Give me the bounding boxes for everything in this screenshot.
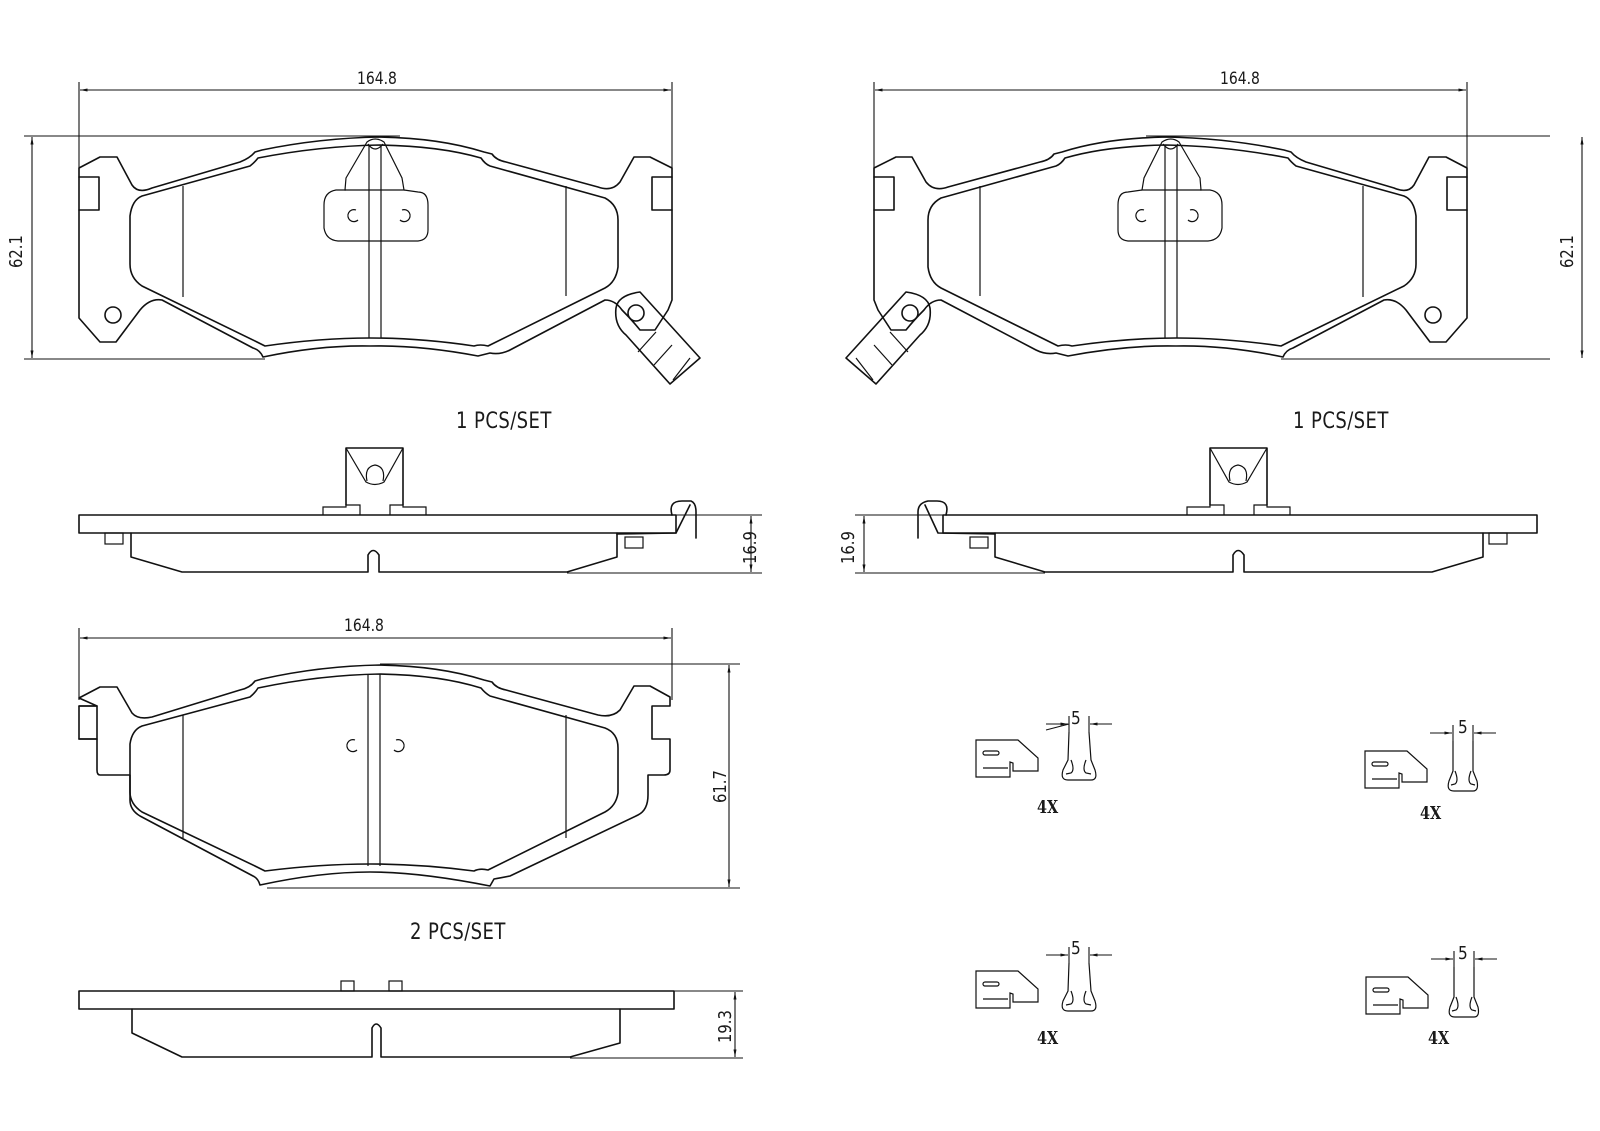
clip-quantity-label: 4X [1420,803,1442,824]
quantity-label: 1 PCS/SET [1293,409,1389,434]
pad-right-front-side-view [855,447,1538,574]
quantity-label: 2 PCS/SET [410,920,506,945]
pad-outer-face-view [78,628,740,889]
width-dimension-label: 164.8 [344,616,384,636]
clip-quantity-label: 4X [1037,1028,1059,1049]
quantity-label: 1 PCS/SET [456,409,552,434]
width-dimension-label: 164.8 [357,69,397,89]
hardware-clip-2 [1364,725,1496,792]
hardware-clip-1 [975,716,1112,781]
thickness-dimension-label: 16.9 [740,531,761,564]
clip-gap-dimension: 5 [1458,943,1468,964]
height-dimension-label: 62.1 [1557,235,1578,268]
height-dimension-label: 62.1 [6,235,27,268]
height-dimension-label: 61.7 [710,770,731,803]
clip-quantity-label: 4X [1037,797,1059,818]
thickness-dimension-label: 19.3 [715,1010,736,1043]
hardware-clip-3 [975,947,1112,1012]
pad-outer-side-view [78,980,743,1059]
clip-quantity-label: 4X [1428,1028,1450,1049]
hardware-clip-4 [1365,951,1497,1018]
pad-right-front-face-view [845,82,1550,385]
pad-left-front-side-view [78,447,762,574]
clip-gap-dimension: 5 [1071,708,1081,729]
pad-left-front-face-view [24,82,701,385]
clip-gap-dimension: 5 [1458,717,1468,738]
width-dimension-label: 164.8 [1220,69,1260,89]
thickness-dimension-label: 16.9 [838,531,859,564]
clip-gap-dimension: 5 [1071,938,1081,959]
